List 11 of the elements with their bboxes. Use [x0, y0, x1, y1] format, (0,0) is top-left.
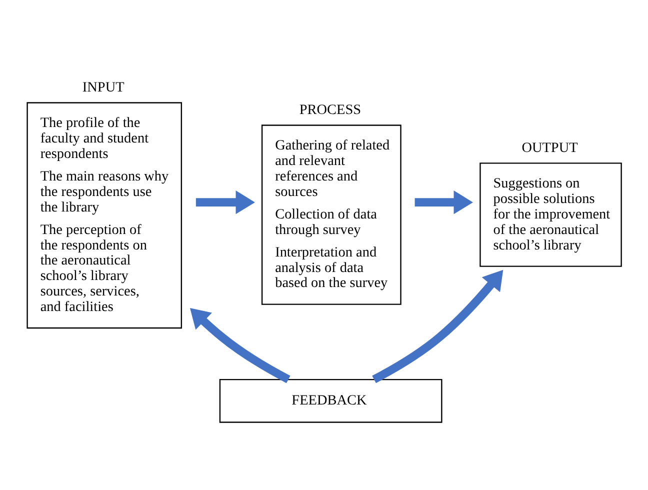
- node-label: INPUT: [82, 80, 124, 96]
- arrow: [372, 270, 504, 384]
- node-label: PROCESS: [299, 102, 362, 118]
- node-box: FEEDBACK: [219, 378, 442, 423]
- node-box: Gathering of related and relevant references and sources Collection of data through survey Interpretation and analysis of data based on the survey: [261, 124, 402, 305]
- node-box: The profile of the faculty and student respondents The main reasons why the respondents use the library The perception of the respondents on the aeronautical school’s library sources, services, and facilities: [26, 102, 182, 329]
- arrow: [414, 190, 473, 214]
- arrow: [196, 190, 255, 214]
- node-box: Suggestions on possible solutions for the improvement of the aeronautical school’s library: [480, 162, 622, 267]
- node-label: OUTPUT: [522, 140, 578, 156]
- arrow: [190, 308, 290, 384]
